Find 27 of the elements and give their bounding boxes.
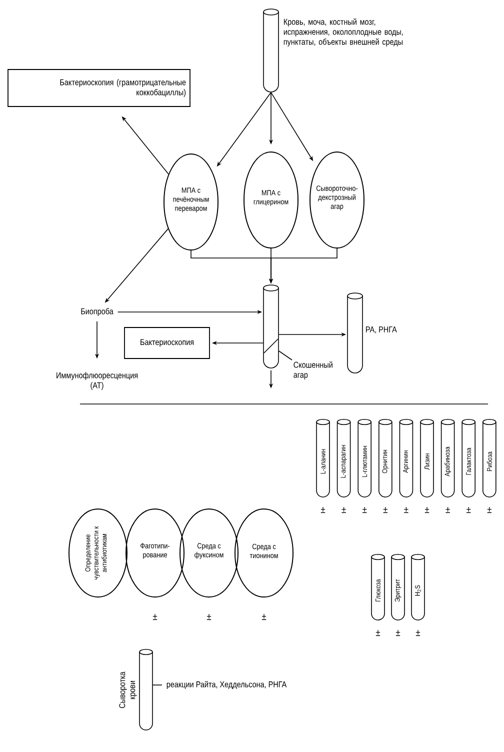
result-sign: ±: [404, 507, 408, 513]
result-sign: ±: [376, 630, 380, 636]
leader-line: [278, 350, 292, 360]
step-text: Иммунофлюоресценция (АТ): [56, 372, 138, 390]
tube-label: РА, РНГА: [366, 326, 397, 334]
step-text: Скошенный агар: [294, 361, 332, 380]
process-box: Бактериоскопия: [124, 327, 210, 359]
result-sign: ±: [342, 507, 346, 513]
step-text: реакции Райта, Хеддельсона, РНГА: [166, 680, 287, 690]
result-sign: ±: [424, 507, 430, 513]
result-sign: ±: [362, 507, 367, 513]
result-sign: ±: [466, 507, 471, 513]
tube-label: Кровь, моча, костный мозг, испражнения, околоплодные воды, пунктаты, объекты внешней среды: [284, 18, 403, 46]
result-sign: ±: [396, 630, 400, 636]
tube-label: Сыворотка крови: [119, 672, 137, 708]
result-sign: ±: [487, 507, 492, 513]
result-sign: ±: [446, 507, 450, 513]
process-box: Бактериоскопия (грамотрицательные коккобациллы): [8, 69, 190, 107]
test-tube: [263, 284, 279, 368]
result-sign: ±: [320, 507, 326, 513]
result-sign: ±: [416, 630, 420, 636]
result-sign: ±: [206, 614, 212, 620]
result-sign: ±: [152, 614, 158, 620]
result-sign: ±: [262, 614, 266, 620]
result-sign: ±: [383, 507, 388, 513]
step-text: Биопроба: [81, 308, 114, 316]
connector-line: [152, 684, 162, 686]
